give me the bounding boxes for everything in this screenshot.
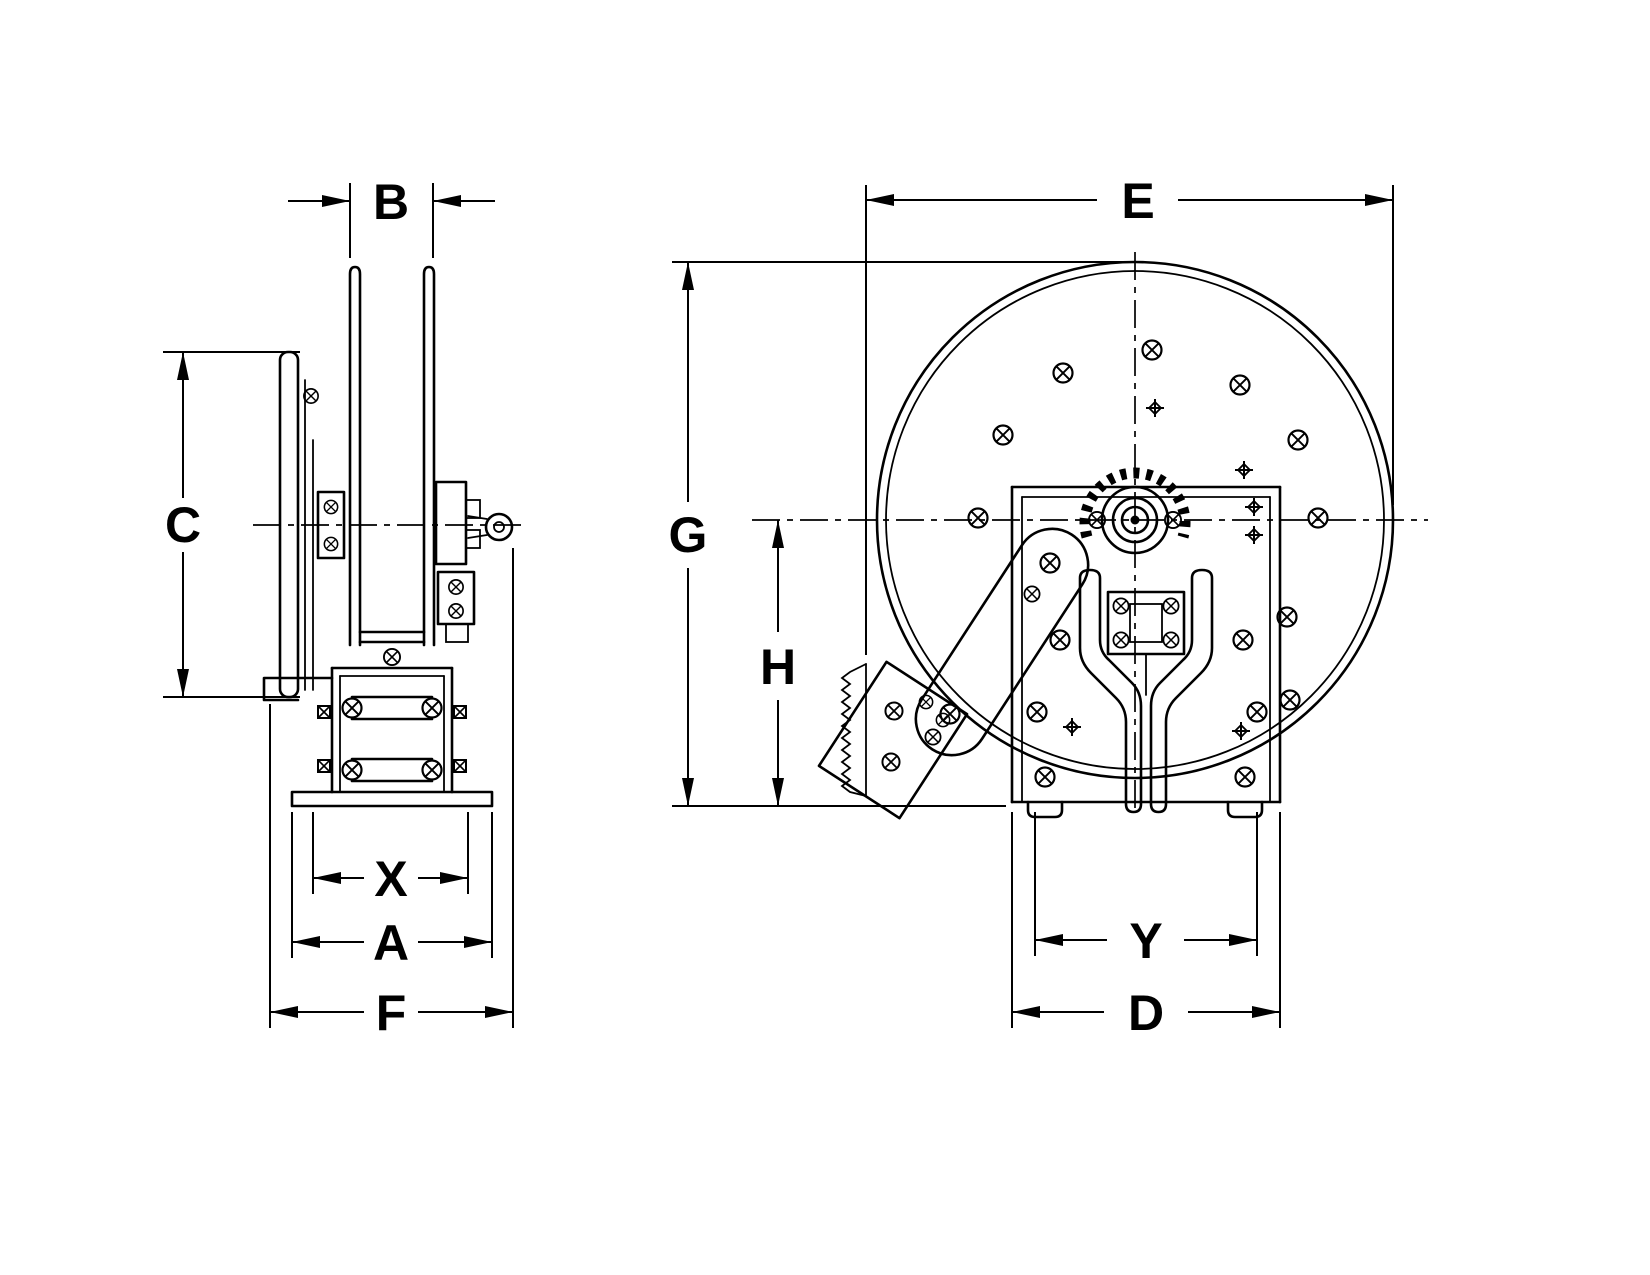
small-bolt-icon xyxy=(1062,717,1082,737)
drum-flange-left xyxy=(348,265,362,647)
nut-icon xyxy=(453,705,467,719)
swing-arm xyxy=(914,527,1090,757)
disc-bolt-icon xyxy=(1307,507,1329,529)
foot-tab xyxy=(1026,800,1064,819)
swivel-clevis xyxy=(484,512,514,542)
bolt-icon xyxy=(323,536,339,552)
dim-c: C xyxy=(163,351,300,698)
dim-x: X xyxy=(312,812,469,907)
dim-f: F xyxy=(269,548,514,1041)
small-bolt-icon xyxy=(1231,721,1251,741)
dim-label-x: X xyxy=(374,851,407,907)
bolt-icon xyxy=(1112,631,1130,649)
disc-bolt-icon xyxy=(1049,629,1071,651)
disc-bolt-icon xyxy=(1052,362,1074,384)
bolt-icon xyxy=(1112,597,1130,615)
bolt-icon xyxy=(924,728,942,746)
hub-center xyxy=(1130,515,1140,525)
roller-axle-bolt-icon xyxy=(881,752,901,772)
roller-bolt-icon xyxy=(341,697,363,719)
guide-bracket xyxy=(262,676,334,702)
foot-bolt-icon xyxy=(1234,766,1256,788)
hose-guide-arm-right xyxy=(1149,568,1214,814)
disc-bolt-icon xyxy=(1026,701,1048,723)
disc-bolt-icon xyxy=(1287,429,1309,451)
side-view xyxy=(253,265,523,808)
hub-outer xyxy=(1100,485,1170,555)
dim-label-a: A xyxy=(373,915,409,971)
dim-d: D xyxy=(1011,812,1281,1041)
drum-flange-right xyxy=(422,265,436,647)
nut-icon xyxy=(453,759,467,773)
dim-label-e: E xyxy=(1121,173,1154,229)
disc-bolt-icon xyxy=(1279,689,1301,711)
roller-guide-box xyxy=(817,660,969,820)
bolt-icon xyxy=(1039,552,1061,574)
base-plate xyxy=(290,790,494,808)
dim-label-f: F xyxy=(376,985,407,1041)
dim-e: E xyxy=(865,173,1394,655)
dim-label-y: Y xyxy=(1129,913,1162,969)
disc-bolt-icon xyxy=(1232,629,1254,651)
bolt-icon xyxy=(303,388,319,404)
bolt-icon xyxy=(448,603,464,619)
bolt-icon xyxy=(1162,631,1180,649)
disc-bolt-icon xyxy=(967,507,989,529)
bolt-icon xyxy=(323,499,339,515)
dim-a: A xyxy=(291,812,493,971)
small-bolt-icon xyxy=(1244,497,1264,517)
bearing-block xyxy=(434,480,468,566)
nut-icon xyxy=(317,705,331,719)
nut-icon xyxy=(317,759,331,773)
gearbox xyxy=(1106,590,1186,656)
foot-bolt-icon xyxy=(1034,766,1056,788)
small-bolt-icon xyxy=(1234,460,1254,480)
roller-bolt-icon xyxy=(421,697,443,719)
sprocket-teeth xyxy=(1079,467,1191,539)
dim-g: G xyxy=(669,261,1140,807)
dim-y: Y xyxy=(1034,812,1258,969)
bolt-icon xyxy=(935,712,951,728)
small-bolt-icon xyxy=(1145,398,1165,418)
dim-label-h: H xyxy=(760,639,796,695)
front-view xyxy=(752,252,1428,820)
hose-guide-arm-left xyxy=(1078,568,1143,814)
bolt-icon xyxy=(382,647,402,667)
disc-bolt-icon xyxy=(1246,701,1268,723)
roller-bolt-icon xyxy=(421,759,443,781)
bolt-icon xyxy=(1162,597,1180,615)
bolt-icon xyxy=(448,579,464,595)
roller-bolt-icon xyxy=(341,759,363,781)
disc-bolt-icon xyxy=(1229,374,1251,396)
bolt-icon xyxy=(1023,585,1041,603)
roller-axle-bolt-icon xyxy=(884,701,904,721)
dim-label-c: C xyxy=(165,497,201,553)
dim-label-d: D xyxy=(1128,985,1164,1041)
serrated-clip xyxy=(840,663,867,797)
foot-tab xyxy=(1226,800,1264,819)
dim-label-b: B xyxy=(373,174,409,230)
disc-bolt-icon xyxy=(1141,339,1163,361)
dim-h: H xyxy=(760,520,796,806)
dim-b: B xyxy=(288,174,495,258)
small-bolt-icon xyxy=(1244,525,1264,545)
disc-bolt-icon xyxy=(992,424,1014,446)
dim-label-g: G xyxy=(669,507,708,563)
